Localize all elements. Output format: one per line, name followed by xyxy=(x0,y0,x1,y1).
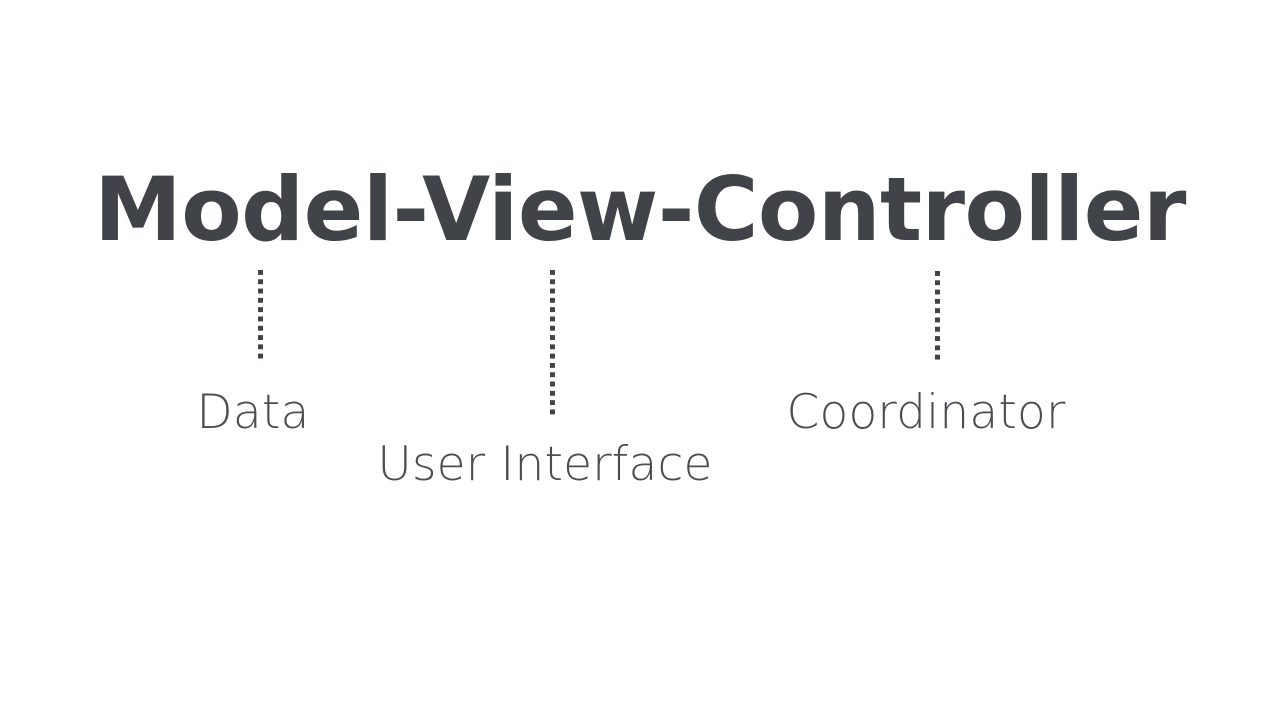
page-title: Model-View-Controller xyxy=(94,158,1186,261)
controller-meaning-label: Coordinator xyxy=(786,385,1066,440)
controller-connector-dotted-line xyxy=(935,271,940,364)
view-meaning-label: User Interface xyxy=(377,437,713,492)
model-meaning-label: Data xyxy=(196,385,310,440)
view-connector-dotted-line xyxy=(550,270,555,416)
model-connector-dotted-line xyxy=(258,270,263,363)
